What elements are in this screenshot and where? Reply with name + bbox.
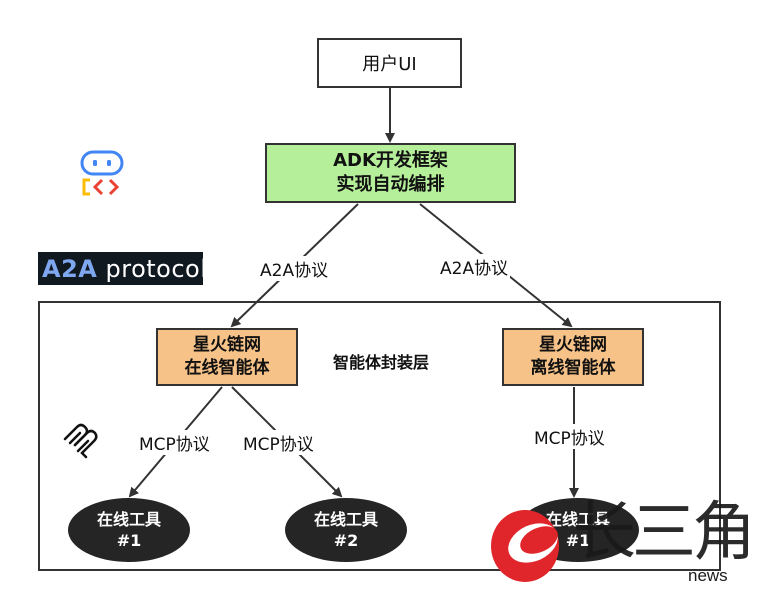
tool-1-line2: #1 — [116, 531, 142, 550]
agent-offline-node: 星火链网 离线智能体 — [502, 328, 644, 386]
mcp-icon — [63, 423, 98, 459]
tool-3-line1: 在线工具 — [545, 510, 610, 529]
user-ui-label: 用户UI — [362, 54, 417, 75]
a2a-logo-part1: A2A — [42, 254, 98, 283]
edge-label-mcp-1: MCP协议 — [137, 430, 212, 455]
agent-online-line1: 星火链网 — [193, 335, 261, 355]
tool-3-line2: #1 — [565, 531, 591, 550]
agent-online-line2: 在线智能体 — [184, 358, 270, 378]
user-ui-node: 用户UI — [317, 38, 462, 88]
agent-online-node: 星火链网 在线智能体 — [156, 328, 298, 386]
watermark-logo — [491, 510, 559, 582]
edge-label-mcp-2: MCP协议 — [241, 430, 316, 455]
a2a-protocol-logo: A2A protocol — [38, 252, 207, 285]
edge-label-mcp-3: MCP协议 — [532, 424, 607, 449]
agent-layer-title: 智能体封装层 — [333, 353, 430, 372]
adk-robot-icon — [80, 150, 124, 196]
tool-2-node: 在线工具 #2 — [285, 498, 407, 562]
adk-line1: ADK开发框架 — [333, 150, 448, 171]
tool-1-node: 在线工具 #1 — [68, 498, 190, 562]
edge-label-a2a-right: A2A协议 — [438, 254, 511, 279]
adk-line2: 实现自动编排 — [336, 174, 445, 195]
adk-node: ADK开发框架 实现自动编排 — [265, 143, 516, 203]
a2a-logo-part2: protocol — [97, 254, 208, 283]
agent-offline-line2: 离线智能体 — [530, 358, 616, 378]
watermark-sub: news — [688, 566, 728, 585]
tool-2-line1: 在线工具 — [313, 510, 378, 529]
edge-label-a2a-left: A2A协议 — [258, 256, 331, 281]
tool-1-line1: 在线工具 — [96, 510, 161, 529]
watermark-chars: 长三角 — [572, 496, 756, 570]
tool-2-line2: #2 — [333, 531, 359, 550]
agent-offline-line1: 星火链网 — [539, 335, 607, 355]
agent-layer-frame — [38, 301, 721, 571]
